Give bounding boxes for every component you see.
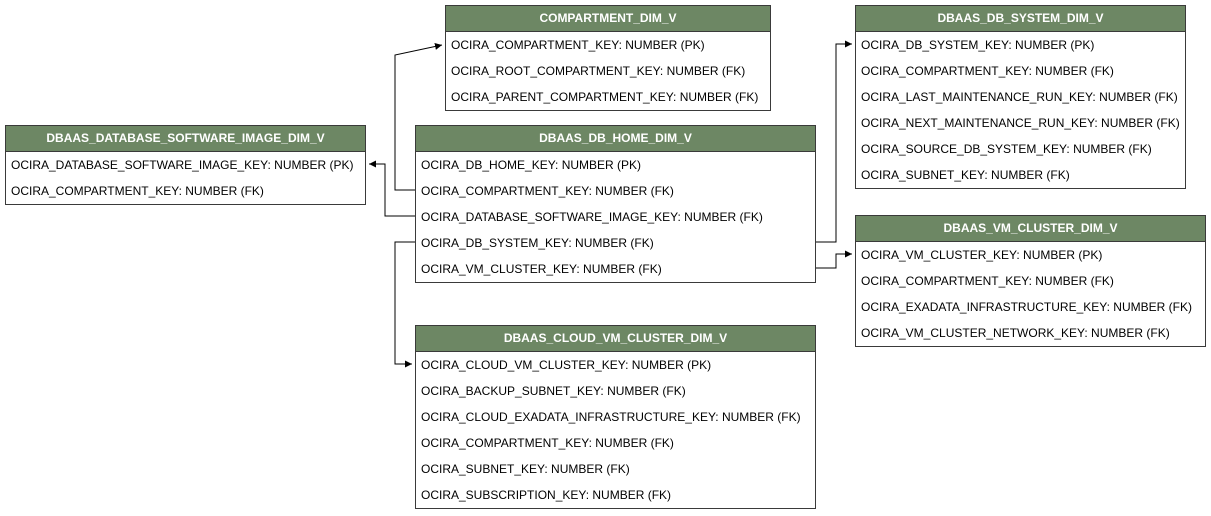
entity-title: DBAAS_DATABASE_SOFTWARE_IMAGE_DIM_V bbox=[6, 126, 365, 152]
entity-dbaas-db-home-dim-v[interactable]: DBAAS_DB_HOME_DIM_V OCIRA_DB_HOME_KEY: N… bbox=[415, 125, 816, 283]
field-row: OCIRA_COMPARTMENT_KEY: NUMBER (FK) bbox=[421, 436, 674, 450]
field-row: OCIRA_VM_CLUSTER_KEY: NUMBER (FK) bbox=[421, 262, 662, 276]
field-row: OCIRA_SUBSCRIPTION_KEY: NUMBER (FK) bbox=[421, 488, 672, 502]
connector-db-home-to-vm-cluster bbox=[816, 250, 852, 269]
field-row: OCIRA_DATABASE_SOFTWARE_IMAGE_KEY: NUMBE… bbox=[11, 158, 354, 172]
field-row: OCIRA_SUBNET_KEY: NUMBER (FK) bbox=[421, 462, 630, 476]
entity-dbaas-vm-cluster-dim-v[interactable]: DBAAS_VM_CLUSTER_DIM_V OCIRA_VM_CLUSTER_… bbox=[855, 215, 1206, 347]
entity-dbaas-db-system-dim-v[interactable]: DBAAS_DB_SYSTEM_DIM_V OCIRA_DB_SYSTEM_KE… bbox=[855, 5, 1186, 189]
field-row: OCIRA_COMPARTMENT_KEY: NUMBER (FK) bbox=[861, 274, 1114, 288]
entity-title: DBAAS_DB_HOME_DIM_V bbox=[416, 126, 815, 152]
field-row: OCIRA_DATABASE_SOFTWARE_IMAGE_KEY: NUMBE… bbox=[421, 210, 763, 224]
field-row: OCIRA_COMPARTMENT_KEY: NUMBER (PK) bbox=[451, 38, 705, 52]
field-row: OCIRA_SOURCE_DB_SYSTEM_KEY: NUMBER (FK) bbox=[861, 142, 1152, 156]
connector-db-home-to-software-image bbox=[369, 160, 415, 217]
field-row: OCIRA_COMPARTMENT_KEY: NUMBER (FK) bbox=[11, 184, 264, 198]
field-row: OCIRA_COMPARTMENT_KEY: NUMBER (FK) bbox=[861, 64, 1114, 78]
entity-title: COMPARTMENT_DIM_V bbox=[446, 6, 770, 32]
connector-db-home-to-db-system bbox=[816, 40, 852, 243]
field-row: OCIRA_LAST_MAINTENANCE_RUN_KEY: NUMBER (… bbox=[861, 90, 1178, 104]
field-row: OCIRA_ROOT_COMPARTMENT_KEY: NUMBER (FK) bbox=[451, 64, 746, 78]
field-row: OCIRA_DB_SYSTEM_KEY: NUMBER (PK) bbox=[861, 38, 1095, 52]
entity-title: DBAAS_CLOUD_VM_CLUSTER_DIM_V bbox=[416, 326, 815, 352]
field-row: OCIRA_NEXT_MAINTENANCE_RUN_KEY: NUMBER (… bbox=[861, 116, 1180, 130]
field-row: OCIRA_COMPARTMENT_KEY: NUMBER (FK) bbox=[421, 184, 674, 198]
entity-dbaas-database-software-image-dim-v[interactable]: DBAAS_DATABASE_SOFTWARE_IMAGE_DIM_V OCIR… bbox=[5, 125, 366, 205]
field-row: OCIRA_DB_HOME_KEY: NUMBER (PK) bbox=[421, 158, 642, 172]
field-row: OCIRA_VM_CLUSTER_NETWORK_KEY: NUMBER (FK… bbox=[861, 326, 1170, 340]
entity-title: DBAAS_VM_CLUSTER_DIM_V bbox=[856, 216, 1205, 242]
field-row: OCIRA_SUBNET_KEY: NUMBER (FK) bbox=[861, 168, 1070, 182]
field-row: OCIRA_CLOUD_VM_CLUSTER_KEY: NUMBER (PK) bbox=[421, 358, 712, 372]
entity-title: DBAAS_DB_SYSTEM_DIM_V bbox=[856, 6, 1185, 32]
field-row: OCIRA_DB_SYSTEM_KEY: NUMBER (FK) bbox=[421, 236, 654, 250]
entity-compartment-dim-v[interactable]: COMPARTMENT_DIM_V OCIRA_COMPARTMENT_KEY:… bbox=[445, 5, 771, 111]
field-row: OCIRA_BACKUP_SUBNET_KEY: NUMBER (FK) bbox=[421, 384, 686, 398]
field-row: OCIRA_EXADATA_INFRASTRUCTURE_KEY: NUMBER… bbox=[861, 300, 1192, 314]
field-row: OCIRA_PARENT_COMPARTMENT_KEY: NUMBER (FK… bbox=[451, 90, 759, 104]
field-row: OCIRA_VM_CLUSTER_KEY: NUMBER (PK) bbox=[861, 248, 1103, 262]
field-row: OCIRA_CLOUD_EXADATA_INFRASTRUCTURE_KEY: … bbox=[421, 410, 801, 424]
connector-db-home-to-cloud-vm-cluster bbox=[394, 241, 415, 368]
entity-dbaas-cloud-vm-cluster-dim-v[interactable]: DBAAS_CLOUD_VM_CLUSTER_DIM_V OCIRA_CLOUD… bbox=[415, 325, 816, 509]
